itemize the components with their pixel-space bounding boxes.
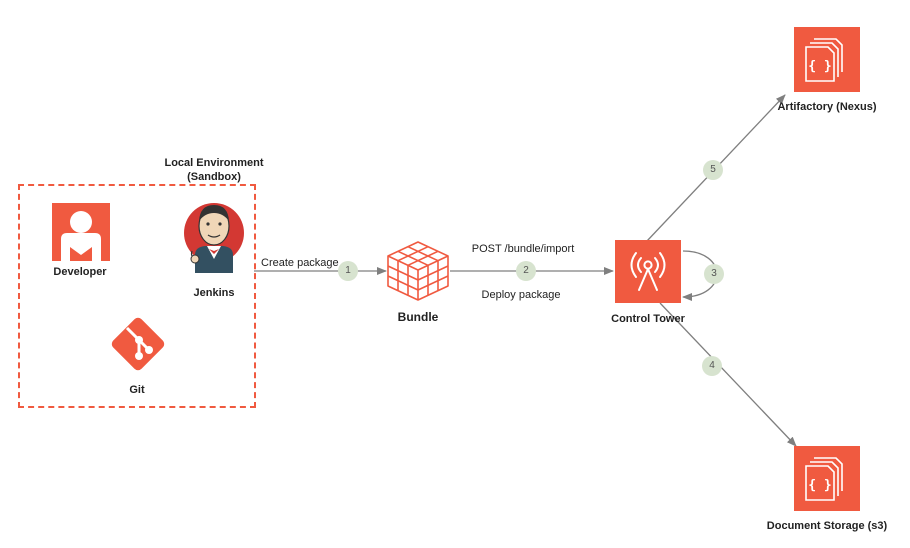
antenna-icon[interactable] [615,240,681,303]
deploy-package-label: Deploy package [481,289,561,301]
bundle-cube-icon[interactable] [386,240,450,302]
local-environment-title-line2: (Sandbox) [187,171,241,183]
git-icon[interactable] [106,312,170,376]
bundle-label: Bundle [397,310,439,324]
arrow-to-document-storage [659,302,797,447]
svg-text:{ }: { } [808,59,831,74]
jenkins-icon[interactable] [183,199,245,273]
document-storage-document-braces-icon[interactable]: { } [794,446,860,511]
svg-text:{ }: { } [808,478,831,493]
step-badge-2: 2 [516,261,536,281]
developer-label: Developer [53,266,107,278]
step-badge-5: 5 [703,160,723,180]
step-badge-4: 4 [702,356,722,376]
post-bundle-import-label: POST /bundle/import [471,243,575,255]
control-tower-label: Control Tower [611,313,685,325]
local-environment-group [18,184,256,408]
artifactory-document-braces-icon[interactable]: { } [794,27,860,92]
step-badge-3: 3 [704,264,724,284]
local-environment-title-line1: Local Environment [164,157,264,169]
local-environment-title: Local Environment (Sandbox) [164,156,263,184]
artifactory-label: Artifactory (Nexus) [777,101,877,113]
create-package-label: Create package [261,257,339,269]
jenkins-label: Jenkins [193,287,235,299]
document-storage-label: Document Storage (s3) [766,520,888,532]
step-badge-1: 1 [338,261,358,281]
developer-icon[interactable] [52,203,110,261]
git-label: Git [129,384,145,396]
